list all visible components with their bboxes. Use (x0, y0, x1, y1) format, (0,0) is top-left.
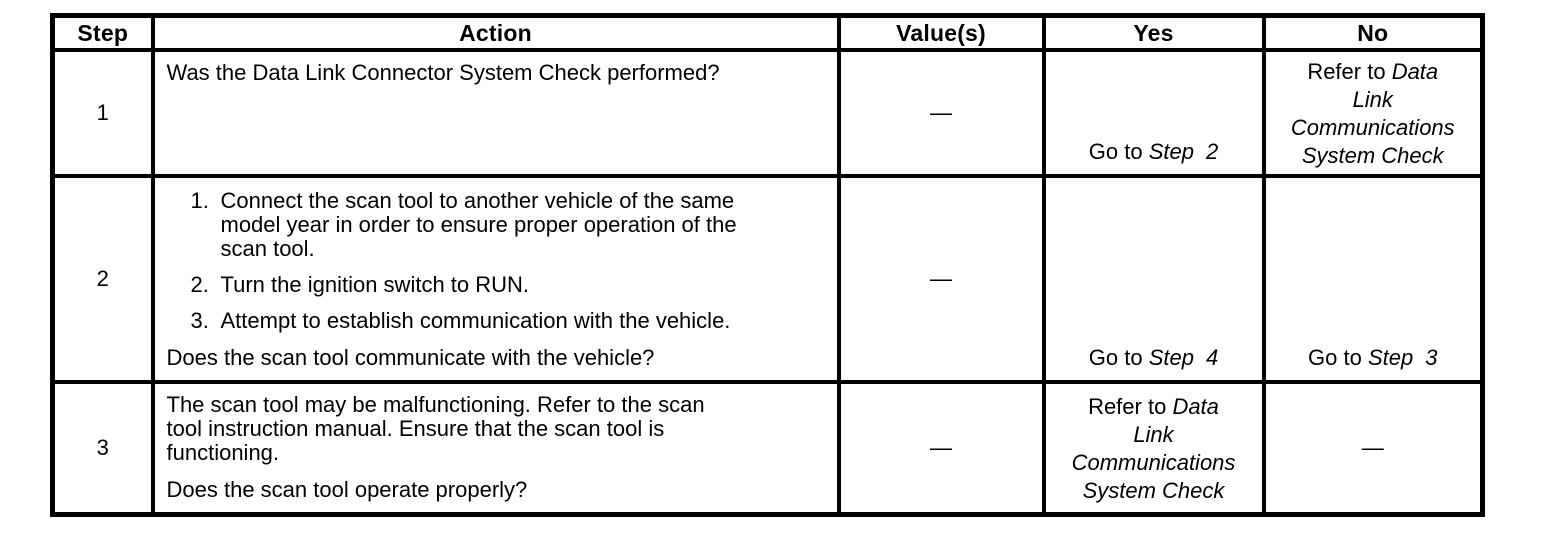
header-row: Step Action Value(s) Yes No (50, 13, 1485, 52)
col-header-no: No (1261, 13, 1485, 52)
list-item-number: 1. (190, 188, 209, 213)
ref-title-part: Data (1391, 59, 1439, 84)
ref-prefix: Refer to (1307, 59, 1392, 84)
reference-line: Refer to Data (1052, 393, 1256, 421)
goto-step-number: 4 (1205, 345, 1219, 370)
action-question: Does the scan tool operate properly? (166, 477, 528, 502)
reference-line: System Check (1272, 142, 1475, 170)
reference-line: Link (1052, 421, 1256, 449)
col-header-values: Value(s) (836, 13, 1046, 52)
goto-prefix: Go to (1088, 345, 1149, 370)
diagnostic-table-wrap: Step Action Value(s) Yes No 1 Was the Da… (50, 13, 1485, 517)
action-cell: The scan tool may be malfunctioning. Ref… (150, 380, 841, 517)
no-cell: Refer to Data Link Communications System… (1261, 48, 1485, 178)
action-list-item: 1. Connect the scan tool to another vehi… (191, 189, 825, 261)
no-cell: Go to Step 3 (1261, 174, 1485, 384)
goto-step-word: Step (1148, 345, 1194, 370)
goto-step-word: Step (1367, 345, 1414, 370)
action-list-item: 3. Attempt to establish communication wi… (191, 309, 825, 333)
table-row-step-1: 1 Was the Data Link Connector System Che… (50, 48, 1485, 178)
action-list-item: 2. Turn the ignition switch to RUN. (191, 273, 825, 297)
reference-line: Communications (1052, 449, 1256, 477)
list-item-text: Connect the scan tool to another vehicle… (220, 188, 737, 261)
goto-prefix: Go to (1088, 139, 1149, 164)
value-cell: — (836, 48, 1046, 178)
action-text: The scan tool may be malfunctioning. Ref… (166, 392, 705, 465)
reference-line: Refer to Data (1272, 58, 1475, 86)
ref-title-part: System Check (1301, 143, 1444, 168)
goto-step-number: 2 (1205, 139, 1219, 164)
list-item-number: 2. (190, 272, 209, 297)
table-row-step-2: 2 1. Connect the scan tool to another ve… (50, 174, 1485, 384)
reference-line: System Check (1052, 477, 1256, 505)
col-header-step: Step (50, 13, 155, 52)
list-item-text: Turn the ignition switch to RUN. (220, 272, 530, 297)
step-number: 3 (50, 380, 155, 517)
table-row-step-3: 3 The scan tool may be malfunctioning. R… (50, 380, 1485, 517)
diagnostic-table: Step Action Value(s) Yes No 1 Was the Da… (50, 13, 1485, 517)
ref-title-part: System Check (1082, 478, 1225, 503)
col-header-yes: Yes (1041, 13, 1266, 52)
reference-line: Communications (1272, 114, 1475, 142)
goto-step-word: Step (1148, 139, 1194, 164)
step-number: 1 (50, 48, 155, 178)
goto-prefix: Go to (1308, 345, 1368, 370)
ref-prefix: Refer to (1088, 394, 1173, 419)
yes-cell: Refer to Data Link Communications System… (1041, 380, 1266, 517)
goto-step-number: 3 (1425, 345, 1438, 370)
ref-title-part: Link (1133, 422, 1174, 447)
list-item-number: 3. (190, 308, 209, 333)
yes-cell: Go to Step 4 (1041, 174, 1266, 384)
ref-title-part: Communications (1071, 450, 1236, 475)
yes-cell: Go to Step 2 (1041, 48, 1266, 178)
reference-line: Link (1272, 86, 1475, 114)
step-number: 2 (50, 174, 155, 384)
value-cell: — (836, 174, 1046, 384)
ref-title-part: Communications (1290, 115, 1455, 140)
value-cell: — (836, 380, 1046, 517)
action-text: Was the Data Link Connector System Check… (166, 60, 720, 85)
ref-title-part: Link (1352, 87, 1393, 112)
action-cell: Was the Data Link Connector System Check… (150, 48, 841, 178)
action-cell: 1. Connect the scan tool to another vehi… (150, 174, 841, 384)
ref-title-part: Data (1172, 394, 1219, 419)
list-item-text: Attempt to establish communication with … (220, 308, 731, 333)
action-question: Does the scan tool communicate with the … (166, 345, 655, 370)
no-cell: — (1261, 380, 1485, 517)
col-header-action: Action (150, 13, 841, 52)
